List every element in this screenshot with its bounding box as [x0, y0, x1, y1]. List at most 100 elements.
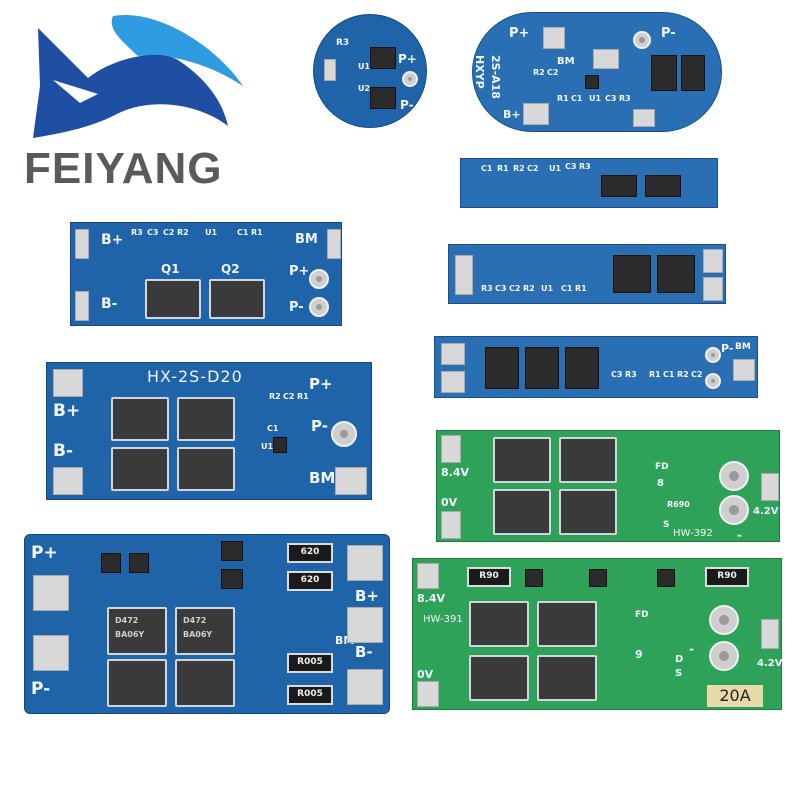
mosfet-chip	[111, 397, 169, 441]
pcb-b-board: R3 C3 C2 R2 U1 C1 R1	[448, 244, 726, 304]
mosfet-chip	[175, 659, 235, 707]
solder-pad	[441, 511, 461, 539]
silk-label: HW-392	[673, 528, 713, 539]
silk-label: HX-2S-D20	[147, 367, 243, 386]
solder-pad	[593, 49, 619, 69]
silk-label: 4.2V	[757, 658, 783, 669]
brand-name: FEIYANG	[24, 144, 223, 193]
silk-label: 2S-A18	[489, 55, 502, 99]
mount-hole	[633, 31, 651, 49]
solder-pad	[347, 669, 383, 705]
silk-label: P-	[289, 300, 304, 315]
solder-pad	[523, 103, 549, 125]
silk-label: FD	[635, 610, 649, 620]
solder-pad	[417, 563, 439, 589]
silk-label: R3	[131, 228, 143, 237]
silk-label: R2	[677, 370, 689, 379]
silk-label: B+	[503, 108, 521, 121]
mosfet-chip	[370, 47, 396, 69]
mosfet-chip: D472 BA06Y	[107, 607, 167, 655]
silk-label: C1	[267, 424, 279, 433]
silk-label: C1	[561, 284, 573, 293]
solder-pad	[327, 229, 341, 259]
mosfet-chip	[645, 175, 681, 197]
mount-hole	[719, 495, 749, 525]
silk-label: 4.2V	[753, 506, 779, 517]
mosfet-chip	[493, 437, 551, 483]
silk-label: P-	[31, 679, 51, 699]
silk-label: C1	[481, 164, 493, 173]
silk-label: HW-391	[423, 614, 463, 625]
mosfet-chip	[601, 175, 637, 197]
silk-label: Q2	[221, 262, 240, 276]
silk-label: C2	[691, 370, 703, 379]
mount-hole	[309, 297, 329, 317]
chip-marking: BA06Y	[183, 630, 213, 639]
shunt-resistor: R005	[287, 685, 333, 705]
mount-hole	[331, 421, 357, 447]
silk-label: B+	[53, 401, 81, 421]
silk-label: C3	[611, 370, 623, 379]
solder-pad	[75, 291, 89, 321]
ic-chip	[657, 569, 675, 587]
silk-label: S	[675, 668, 683, 679]
shunt-resistor: 620	[287, 543, 333, 563]
silk-label: U1	[358, 62, 371, 71]
silk-label: P-	[721, 342, 734, 355]
solder-pad	[33, 635, 69, 671]
silk-label: BM	[295, 232, 318, 247]
pcb-a-board: B+ R3 C3 C2 R2 U1 C1 R1 BM Q1 Q2 P+ B- P…	[70, 222, 342, 326]
silk-label: R1	[649, 370, 661, 379]
solder-pad	[441, 343, 465, 365]
solder-pad	[53, 369, 83, 397]
silk-label: 9	[635, 648, 643, 661]
mount-hole	[402, 71, 418, 87]
silk-label: C2	[509, 284, 521, 293]
solder-pad	[761, 619, 779, 649]
solder-pad	[75, 229, 89, 259]
silk-label: S	[663, 520, 670, 530]
solder-pad	[33, 575, 69, 611]
mount-hole	[709, 605, 739, 635]
hw-391-board: 8.4V 0V HW-391 4.2V 20A FD 9 R90 R90 D S…	[412, 558, 782, 710]
silk-label: U1	[549, 164, 562, 173]
solder-pad	[543, 27, 565, 49]
silk-label: U2	[358, 84, 371, 93]
silk-label: R3	[625, 370, 637, 379]
silk-label: 8.4V	[417, 592, 445, 605]
pcb-c-board: P- BM C3 R3 R1 C1 R2 C2	[434, 336, 758, 398]
silk-label: U1	[205, 228, 218, 237]
silk-label: C1	[663, 370, 675, 379]
silk-label: P+	[289, 264, 310, 279]
mosfet-chip	[537, 601, 597, 647]
silk-label: R3	[579, 162, 591, 171]
silk-label: R2	[177, 228, 189, 237]
silk-label: R3	[336, 38, 350, 48]
silk-label: R1	[575, 284, 587, 293]
mount-hole	[705, 373, 721, 389]
mosfet-chip	[559, 437, 617, 483]
mount-hole	[705, 347, 721, 363]
silk-label: B-	[101, 296, 118, 312]
silk-label: C2	[547, 68, 559, 77]
large-blue-board: P+ P- B+ B- BM 620 620 R005 R005 D472 BA…	[24, 534, 390, 714]
silk-label: B-	[53, 441, 74, 461]
solder-pad	[703, 249, 723, 273]
mosfet-chip	[651, 55, 677, 91]
solder-pad	[733, 359, 755, 381]
silk-label: 0V	[417, 668, 434, 681]
silk-label: R2	[269, 392, 281, 401]
silk-label: HXYP	[473, 55, 486, 89]
round-single-board: R3 U1 U2 P+ P-	[313, 14, 427, 128]
mosfet-chip	[565, 347, 599, 389]
double-round-board: P+ P- HXYP 2S-A18 BM B+ R2 C2 R1 C1 U1 C…	[472, 12, 722, 132]
solder-pad	[417, 681, 439, 707]
silk-label: P+	[309, 375, 333, 393]
silk-label: 8.4V	[441, 466, 469, 479]
mount-hole	[709, 641, 739, 671]
solder-pad	[53, 467, 83, 495]
silk-label: R3	[619, 94, 631, 103]
silk-label: P-	[400, 98, 414, 112]
silk-label: R2	[513, 164, 525, 173]
mosfet-chip	[111, 447, 169, 491]
